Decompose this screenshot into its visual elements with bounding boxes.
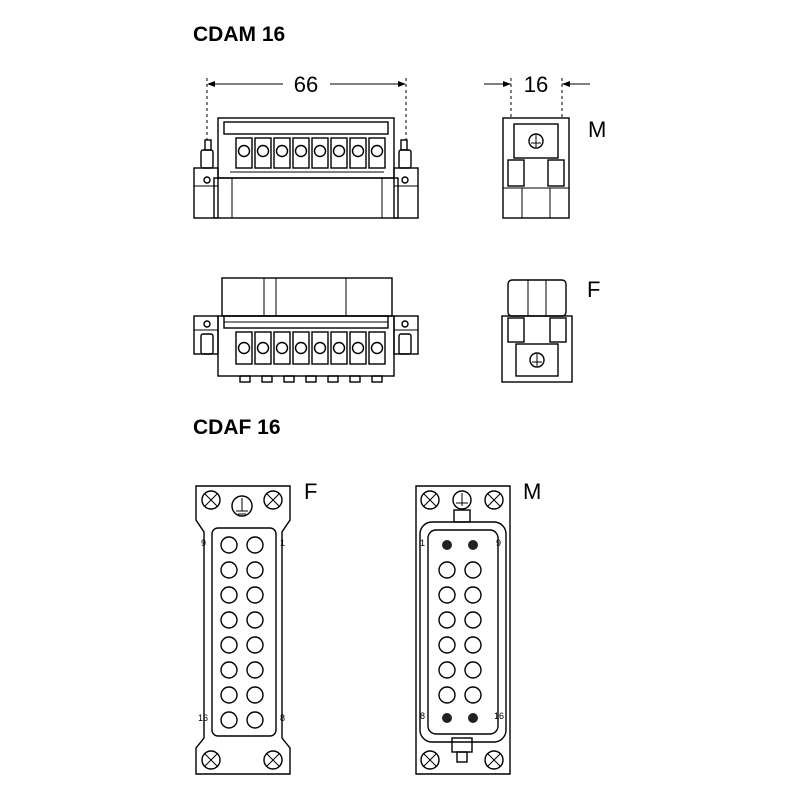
cdaf-title: CDAF 16 <box>193 416 281 439</box>
female-front-view <box>193 277 419 383</box>
female-pin-1: 1 <box>280 538 285 548</box>
female-pin-16: 16 <box>198 713 208 723</box>
male-side-view: M <box>502 117 606 219</box>
male-pin-8: 8 <box>420 711 425 721</box>
male-contacts <box>438 540 482 723</box>
female-side-view: F <box>501 277 600 383</box>
female-contacts <box>220 536 264 729</box>
depth-dimension-label: 16 <box>524 72 548 97</box>
side-view-label-f: F <box>587 277 600 302</box>
male-pin-9: 9 <box>496 538 501 548</box>
cdam-title: CDAM 16 <box>193 23 285 46</box>
female-face-view: 9 1 16 8 F <box>195 479 317 775</box>
face-view-label-f: F <box>304 479 317 504</box>
width-dimension-label: 66 <box>294 72 318 97</box>
face-view-label-m: M <box>523 479 541 504</box>
male-pin-16: 16 <box>494 711 504 721</box>
male-pin-1: 1 <box>420 538 425 548</box>
male-front-view <box>193 117 419 219</box>
width-dimension: 66 <box>206 72 407 140</box>
female-pin-8: 8 <box>280 713 285 723</box>
female-pin-9: 9 <box>201 538 206 548</box>
male-face-view: 1 9 8 16 M <box>415 479 541 775</box>
side-view-label-m: M <box>588 117 606 142</box>
depth-dimension: 16 <box>484 72 590 120</box>
